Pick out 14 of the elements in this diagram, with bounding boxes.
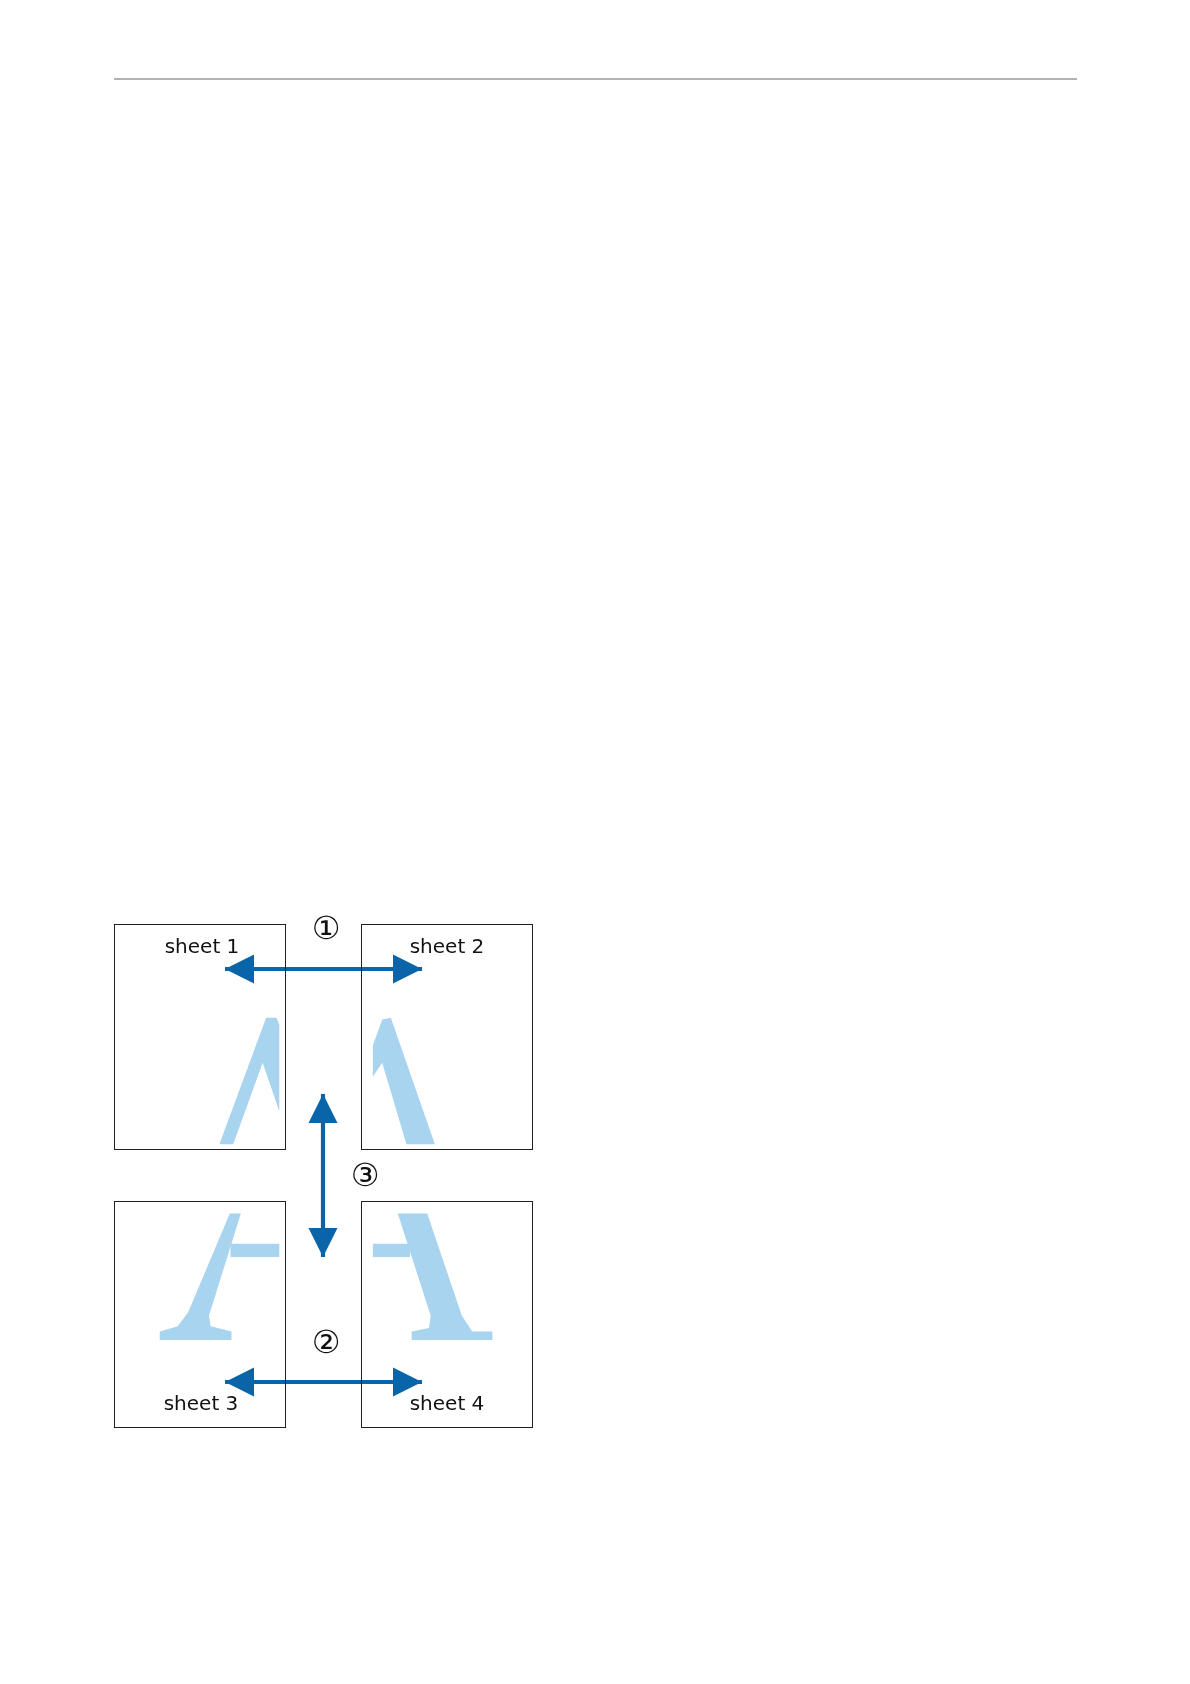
- step-number: ①: [311, 912, 341, 944]
- step-number: ②: [311, 1326, 341, 1358]
- sheet-label: sheet 3: [163, 1393, 239, 1413]
- double-arrow: [225, 1367, 422, 1397]
- paper-sheet: [114, 1201, 286, 1428]
- paper-sheet: [114, 924, 286, 1150]
- sheet-label: sheet 1: [164, 936, 240, 956]
- paper-sheet: [361, 924, 533, 1150]
- sheet-label: sheet 4: [409, 1393, 485, 1413]
- step-number: ③: [350, 1159, 380, 1191]
- double-arrow: [225, 954, 422, 984]
- double-arrow: [308, 1094, 338, 1257]
- paper-sheet: [361, 1201, 533, 1428]
- sheet-label: sheet 2: [409, 936, 485, 956]
